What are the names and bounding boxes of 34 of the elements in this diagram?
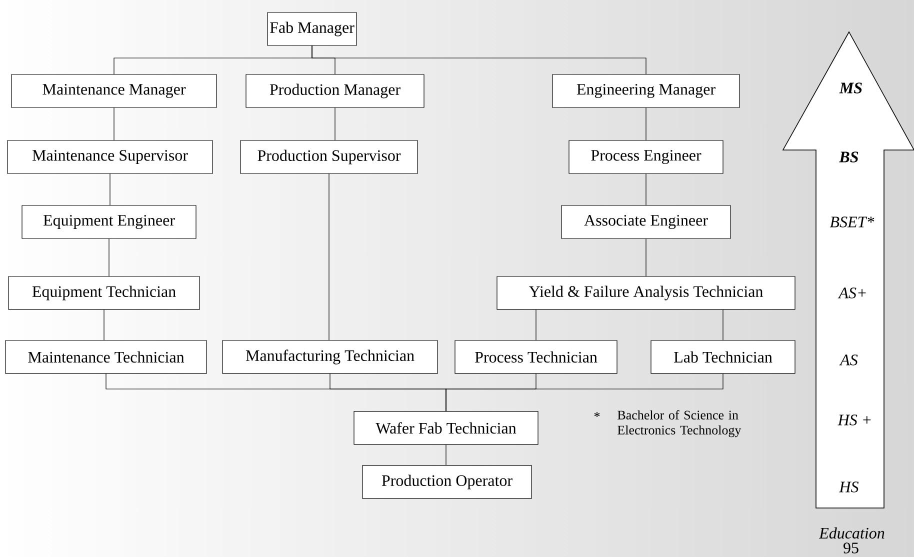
connector-line [334,108,336,140]
connector-line [108,238,110,276]
education-level: AS [839,354,858,366]
education-level: AS+ [838,288,866,298]
title-box: Manufacturing Technician [222,340,438,374]
education-level: MS [839,82,862,94]
connector-line [328,174,330,340]
title-box: Maintenance Technician [5,340,207,374]
title-box: Yield & Failure Analysis Technician [496,276,796,310]
title-box: Process Technician [454,340,618,374]
title-box: Equipment Engineer [22,205,196,239]
title-box: Engineering Manager [552,74,740,108]
title-box: Fab Manager [267,12,357,46]
education-level: HS [839,482,859,492]
axis-caption: Education [818,527,884,539]
title-box: Maintenance Manager [11,74,217,108]
title-box: Equipment Technician [8,276,200,310]
title-box: Process Engineer [568,140,724,174]
education-level: HS + [838,414,871,426]
title-box: Production Operator [362,465,532,499]
connector-line [446,374,724,412]
education-level: BS [839,152,858,162]
connector-line [722,310,724,340]
footnote-text: Bachelor of Science in Electronics Technology [618,410,742,438]
connector-line [312,46,646,74]
title-box: Production Manager [246,74,424,108]
page-number: 95 [844,542,858,554]
title-box: Lab Technician [650,340,796,374]
footnote-marker: * [594,412,600,417]
title-box: Associate Engineer [561,205,731,239]
education-level: BSET* [830,216,874,228]
title-box: Wafer Fab Technician [354,411,538,445]
title-box: Production Supervisor [240,140,418,174]
title-box: Maintenance Supervisor [7,140,213,174]
